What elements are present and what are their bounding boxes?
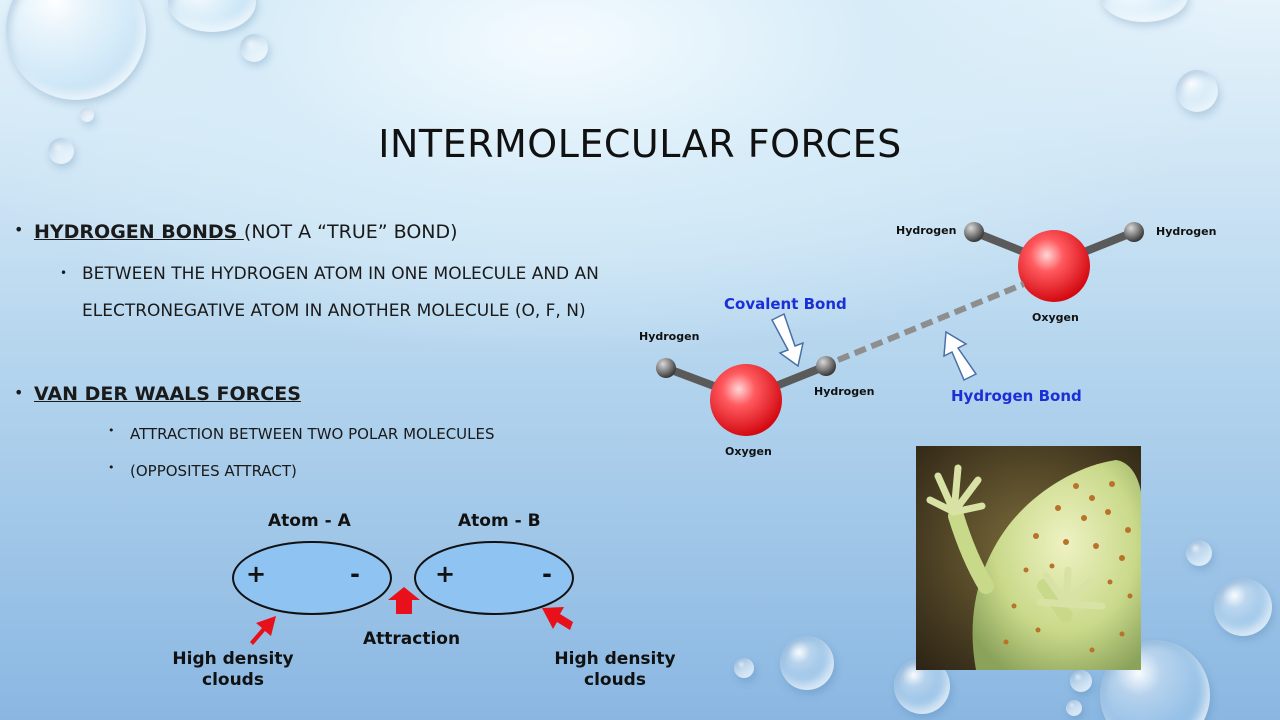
water-droplet (780, 636, 834, 690)
covalent-bond-label: Covalent Bond (724, 295, 847, 313)
hydrogen-atom (656, 358, 676, 378)
atom-a-label: Atom - A (268, 511, 352, 531)
gecko-foot-lower (1036, 566, 1106, 610)
hydrogen-atom (964, 222, 984, 242)
partial-positive-sign: + (435, 560, 455, 588)
atom-a-cloud (232, 541, 392, 615)
van-der-waals-detail-1: ATTRACTION BETWEEN TWO POLAR MOLECULES (130, 425, 495, 443)
atom-b-cloud (414, 541, 574, 615)
bullet-hydrogen-bonds: HYDROGEN BONDS (NOT A “TRUE” BOND) (34, 220, 458, 244)
water-droplet (48, 138, 74, 164)
oxygen-atom (710, 364, 782, 436)
water-droplet (1214, 578, 1272, 636)
hydrogen-bond-label: Hydrogen Bond (951, 387, 1082, 405)
van-der-waals-detail-2: (OPPOSITES ATTRACT) (130, 462, 297, 480)
high-density-label-right: High density (554, 649, 675, 669)
hydrogen-atom (1124, 222, 1144, 242)
covalent-bond-arrow (770, 312, 805, 368)
bullet-dot: • (60, 266, 68, 280)
partial-positive-sign: + (246, 560, 266, 588)
oxygen-label: Oxygen (725, 445, 772, 458)
water-droplet (1100, 0, 1188, 22)
partial-negative-sign: - (350, 560, 360, 588)
bullet-dot: • (14, 220, 24, 239)
water-droplet (1176, 70, 1218, 112)
oxygen-atom (1018, 230, 1090, 302)
bullet-dot: • (108, 461, 115, 474)
hydrogen-bonds-heading: HYDROGEN BONDS (34, 221, 244, 243)
water-droplet (1186, 540, 1212, 566)
gecko-leg (1037, 579, 1073, 623)
hydrogen-atom (816, 356, 836, 376)
bullet-dot: • (14, 383, 24, 402)
hydrogen-label: Hydrogen (639, 330, 699, 343)
attraction-arrow (388, 587, 420, 614)
partial-negative-sign: - (542, 560, 552, 588)
van-der-waals-heading: VAN DER WAALS FORCES (34, 383, 301, 405)
high-density-label-left: clouds (202, 670, 264, 690)
gecko-spots (1003, 481, 1133, 653)
hydrogen-bond-arrow (943, 330, 978, 382)
water-droplet (240, 34, 268, 62)
atom-b-label: Atom - B (458, 511, 541, 531)
oxygen-label: Oxygen (1032, 311, 1079, 324)
bullet-dot: • (108, 424, 115, 437)
gecko-foot-upper (926, 464, 986, 516)
water-droplet (1070, 670, 1092, 692)
high-density-label-left: High density (172, 649, 293, 669)
slide-title: INTERMOLECULAR FORCES (378, 122, 902, 166)
gecko-body (972, 460, 1141, 670)
hydrogen-bonds-detail: BETWEEN THE HYDROGEN ATOM IN ONE MOLECUL… (82, 264, 599, 321)
hydrogen-label: Hydrogen (814, 385, 874, 398)
hydrogen-label: Hydrogen (1156, 225, 1216, 238)
water-droplet (1066, 700, 1082, 716)
water-droplet (734, 658, 754, 678)
water-droplet (80, 108, 94, 122)
gecko-photo (916, 446, 1141, 670)
high-density-label-right: clouds (584, 670, 646, 690)
attraction-label: Attraction (363, 629, 460, 649)
bullet-van-der-waals: VAN DER WAALS FORCES (34, 382, 301, 406)
high-density-arrow-right (542, 607, 573, 630)
hydrogen-bond-line (836, 281, 1026, 363)
hydrogen-bonds-note: (NOT A “TRUE” BOND) (243, 221, 458, 243)
hydrogen-label: Hydrogen (896, 224, 956, 237)
high-density-arrow-left (250, 616, 276, 645)
gecko-leg (948, 508, 994, 594)
